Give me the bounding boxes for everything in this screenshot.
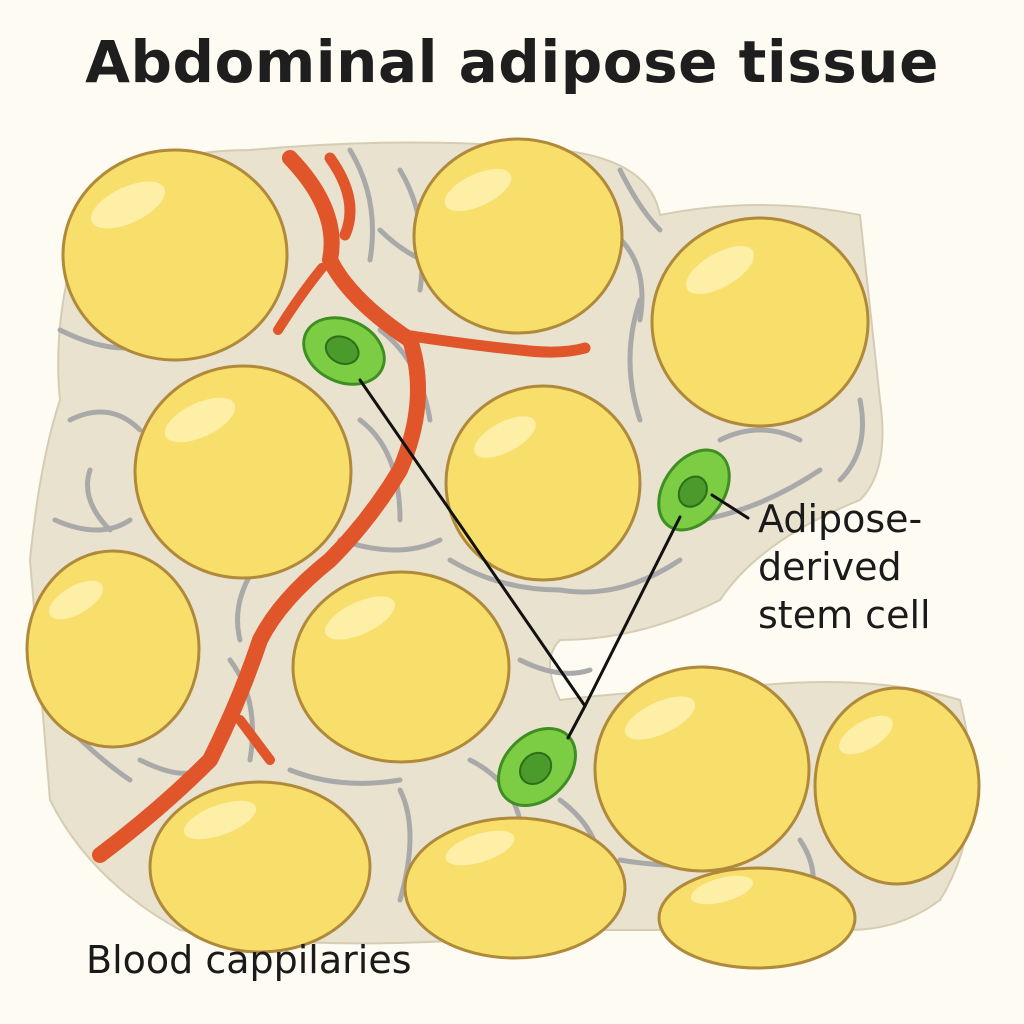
fat-cell [412, 137, 624, 335]
fat-cell [25, 549, 201, 749]
fat-cell [813, 686, 981, 886]
stem-cell [497, 727, 577, 807]
fat-cell [403, 816, 627, 960]
blood-capillaries-label: Blood cappilaries [86, 938, 412, 982]
leader-line [710, 493, 750, 520]
fat-cell [650, 216, 870, 428]
fat-cell [61, 148, 289, 362]
stem-cell-label-line2: derived [758, 545, 902, 589]
leader-line [358, 378, 587, 708]
stem-cell-label-line1: Adipose- [758, 497, 923, 541]
stem-cells [302, 316, 731, 807]
fat-cell [148, 780, 372, 954]
stem-cell-label: Adipose- derived stem cell [758, 495, 1018, 639]
fat-cell [657, 866, 857, 970]
leader-line [583, 515, 682, 708]
capillary-main [92, 150, 426, 863]
stem-cell [302, 316, 386, 386]
capillary-branch-upper [324, 152, 356, 241]
stem-cell-label-line3: stem cell [758, 593, 931, 637]
leader-line [566, 704, 587, 740]
capillary-branch-left [273, 263, 327, 335]
fat-cell [444, 384, 642, 582]
capillary-branch-lower [235, 715, 275, 765]
diagram-title: Abdominal adipose tissue [85, 28, 939, 96]
blood-capillaries [92, 150, 591, 863]
fat-cell [593, 665, 811, 873]
capillary-branch-right [399, 329, 591, 358]
leader-lines [358, 378, 750, 740]
fat-cell [133, 364, 353, 580]
fat-cell [291, 570, 511, 764]
fat-cell-highlights [49, 168, 893, 905]
stem-cell [657, 448, 731, 532]
